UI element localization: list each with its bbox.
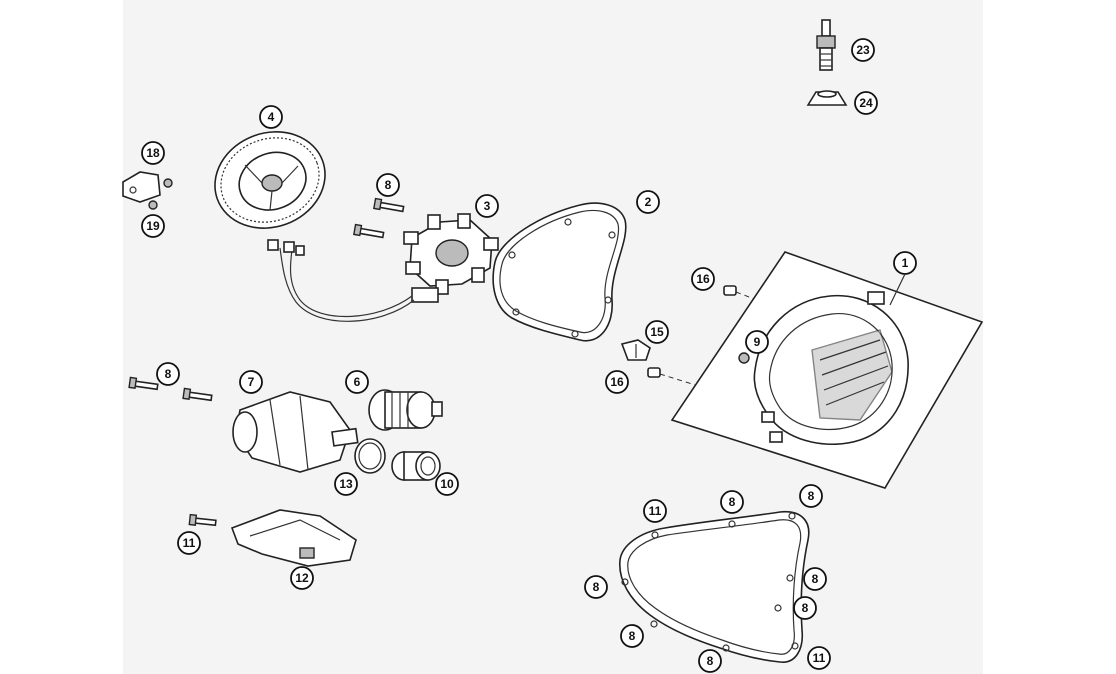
bushing-part (391, 451, 441, 481)
spark-plug-part (816, 19, 836, 71)
screw-16-lower (647, 367, 661, 378)
callout-10: 10 (435, 472, 459, 496)
plug-seal-part (806, 90, 848, 106)
bolt-11-part (188, 513, 217, 527)
callout-11-gasket-bottom: 11 (807, 646, 831, 670)
callout-2: 2 (636, 190, 660, 214)
callout-12: 12 (290, 566, 314, 590)
bolt-pair-upper (353, 197, 405, 239)
callout-8-gasket-bottom: 8 (698, 649, 722, 673)
svg-text:24: 24 (859, 96, 873, 110)
svg-text:4: 4 (268, 110, 275, 124)
callout-8-gasket-bottom-left: 8 (620, 624, 644, 648)
plug-9-part (738, 352, 750, 364)
callout-3: 3 (475, 194, 499, 218)
svg-text:10: 10 (440, 477, 454, 491)
svg-text:8: 8 (729, 495, 736, 509)
callout-23: 23 (851, 38, 875, 62)
callout-8-gasket-top-right: 8 (799, 484, 823, 508)
cover-gasket-part (492, 202, 627, 342)
callout-16-upper: 16 (691, 267, 715, 291)
svg-text:8: 8 (385, 178, 392, 192)
starter-motor-part (232, 391, 359, 473)
svg-text:8: 8 (593, 580, 600, 594)
svg-text:18: 18 (146, 146, 160, 160)
stator-part (267, 213, 499, 322)
callout-8-stator-bolt: 8 (376, 173, 400, 197)
small-sensor-part (620, 339, 651, 361)
svg-text:2: 2 (645, 195, 652, 209)
svg-text:15: 15 (650, 325, 664, 339)
svg-text:8: 8 (808, 489, 815, 503)
svg-text:13: 13 (339, 477, 353, 491)
svg-text:7: 7 (248, 375, 255, 389)
callout-16-lower: 16 (605, 370, 629, 394)
callout-13: 13 (334, 472, 358, 496)
svg-text:23: 23 (856, 43, 870, 57)
svg-text:19: 19 (146, 219, 160, 233)
callout-6: 6 (345, 370, 369, 394)
callout-9: 9 (745, 330, 769, 354)
o-ring-part (354, 438, 386, 474)
callout-19: 19 (141, 214, 165, 238)
svg-text:16: 16 (610, 375, 624, 389)
svg-text:8: 8 (707, 654, 714, 668)
crankcase-gasket-part (619, 511, 810, 663)
starter-guard-part (230, 509, 357, 567)
svg-text:12: 12 (295, 571, 309, 585)
svg-text:1: 1 (902, 256, 909, 270)
svg-text:8: 8 (165, 367, 172, 381)
callout-8-starter-bolt: 8 (156, 362, 180, 386)
bolt-pair-lower (128, 376, 213, 402)
svg-text:11: 11 (649, 504, 662, 518)
svg-text:11: 11 (813, 651, 826, 665)
screw-16-upper (723, 285, 737, 296)
svg-text:11: 11 (183, 536, 196, 550)
starter-gear-part (368, 389, 443, 431)
callout-11-guard-bolt: 11 (177, 531, 201, 555)
callout-8-gasket-right-upper: 8 (803, 567, 827, 591)
svg-text:8: 8 (802, 601, 809, 615)
sensor-bracket-part (122, 171, 173, 210)
svg-text:8: 8 (629, 629, 636, 643)
callout-8-gasket-top-left: 8 (720, 490, 744, 514)
svg-text:3: 3 (484, 199, 491, 213)
ignition-cover-part (670, 251, 984, 489)
callout-24: 24 (854, 91, 878, 115)
callout-11-gasket-top: 11 (643, 499, 667, 523)
svg-text:8: 8 (812, 572, 819, 586)
svg-text:9: 9 (754, 335, 761, 349)
flywheel-rotor-part (214, 131, 326, 229)
svg-text:6: 6 (354, 375, 361, 389)
callout-15: 15 (645, 320, 669, 344)
callout-18: 18 (141, 141, 165, 165)
svg-text:16: 16 (696, 272, 710, 286)
callout-8-gasket-left: 8 (584, 575, 608, 599)
callout-4: 4 (259, 105, 283, 129)
callout-8-gasket-right-lower: 8 (793, 596, 817, 620)
callout-1: 1 (893, 251, 917, 275)
callout-7: 7 (239, 370, 263, 394)
